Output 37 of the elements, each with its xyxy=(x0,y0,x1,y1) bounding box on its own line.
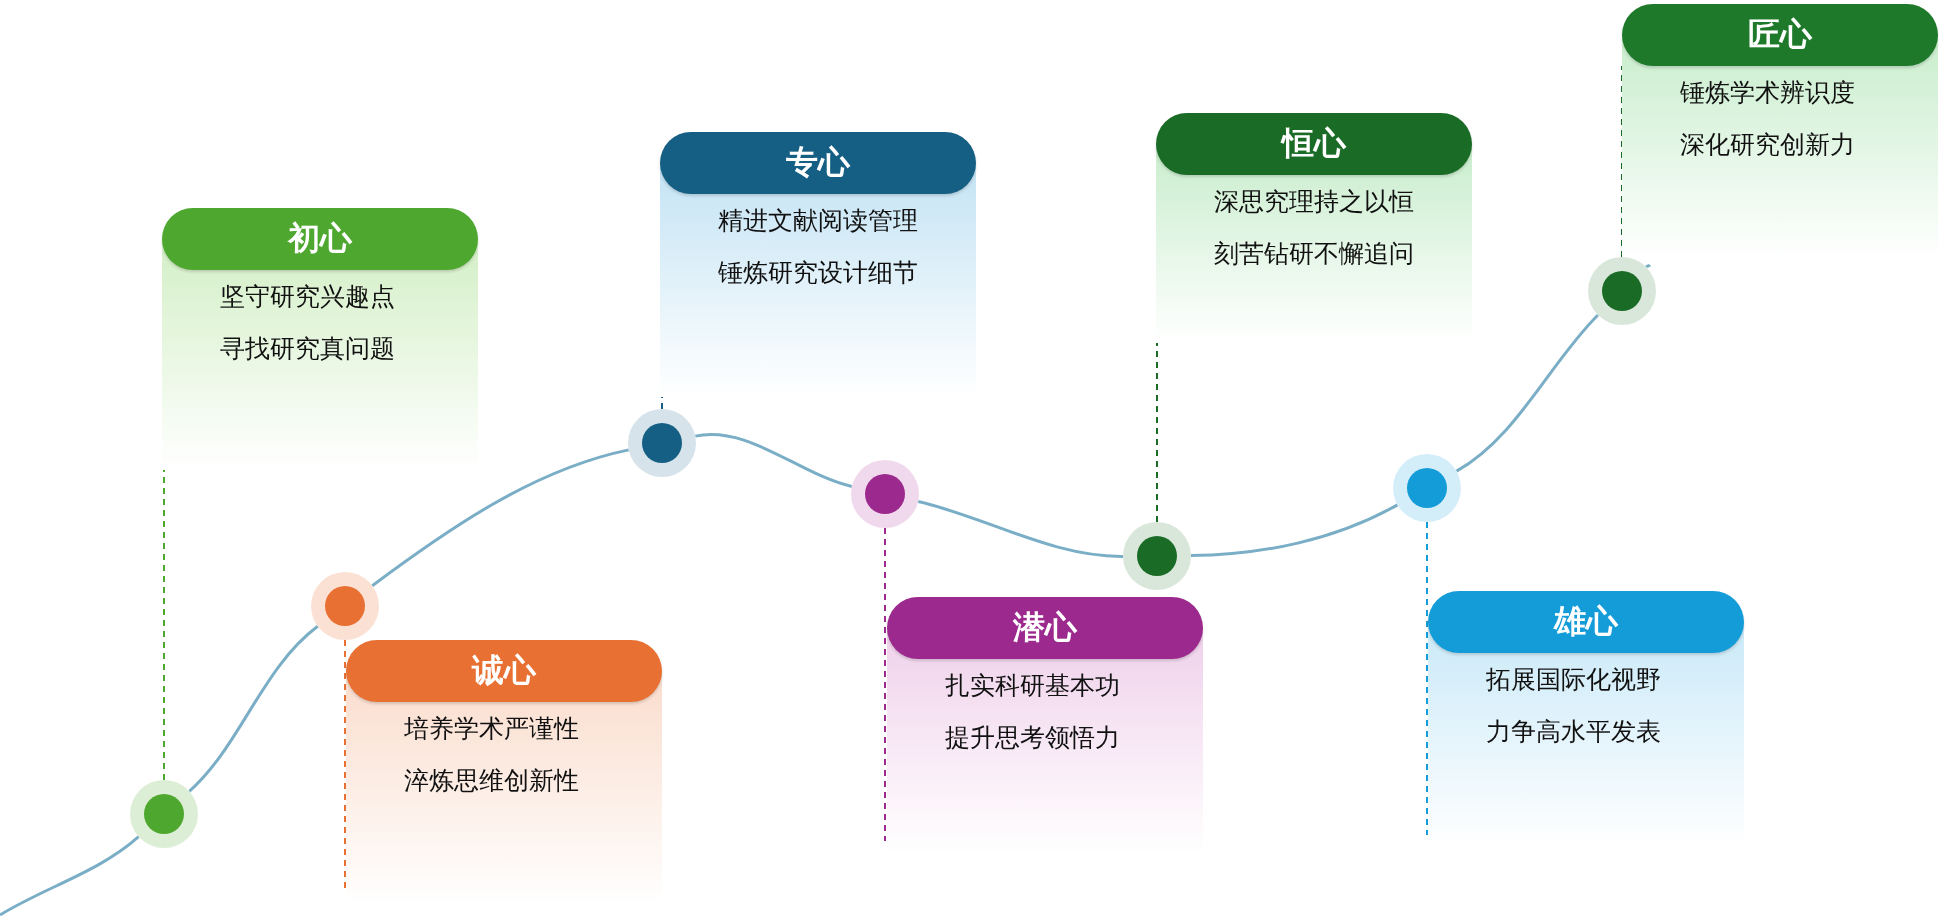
card-text: 锤炼研究设计细节 xyxy=(718,257,918,289)
timeline-dot xyxy=(311,572,379,640)
card-text: 淬炼思维创新性 xyxy=(404,765,579,797)
leader-line xyxy=(1426,521,1428,836)
timeline-curve xyxy=(0,835,140,917)
card-text: 深思究理持之以恒 xyxy=(1214,186,1414,218)
card-text: 提升思考领悟力 xyxy=(945,722,1120,754)
card-text: 寻找研究真问题 xyxy=(220,333,395,365)
card-text: 坚守研究兴趣点 xyxy=(220,281,395,313)
card-background xyxy=(1622,4,1938,260)
timeline-curve xyxy=(188,625,319,793)
stage-header: 诚心 xyxy=(346,640,662,702)
timeline-curve xyxy=(371,448,630,587)
card-text: 扎实科研基本功 xyxy=(945,670,1120,702)
stage-header: 专心 xyxy=(660,132,976,194)
timeline-curve xyxy=(1455,314,1600,473)
card-background xyxy=(162,208,478,470)
stage-header: 初心 xyxy=(162,208,478,270)
leader-line xyxy=(1621,65,1623,258)
stage-header: 匠心 xyxy=(1622,4,1938,66)
card-text: 锤炼学术辨识度 xyxy=(1680,77,1855,109)
timeline-curve xyxy=(695,433,853,488)
timeline-curve xyxy=(917,500,1124,558)
card-background xyxy=(1156,113,1472,343)
timeline-dot xyxy=(130,780,198,848)
timeline-curve xyxy=(1190,503,1399,558)
stage-header: 潜心 xyxy=(887,597,1203,659)
stage-header: 恒心 xyxy=(1156,113,1472,175)
card-text: 精进文献阅读管理 xyxy=(718,205,918,237)
card-text: 深化研究创新力 xyxy=(1680,129,1855,161)
card-background xyxy=(660,132,976,397)
card-text: 培养学术严谨性 xyxy=(404,713,579,745)
stage-header: 雄心 xyxy=(1428,591,1744,653)
card-text: 拓展国际化视野 xyxy=(1486,664,1661,696)
card-text: 刻苦钻研不懈追问 xyxy=(1214,238,1414,270)
card-text: 力争高水平发表 xyxy=(1486,716,1661,748)
leader-line xyxy=(884,527,886,842)
